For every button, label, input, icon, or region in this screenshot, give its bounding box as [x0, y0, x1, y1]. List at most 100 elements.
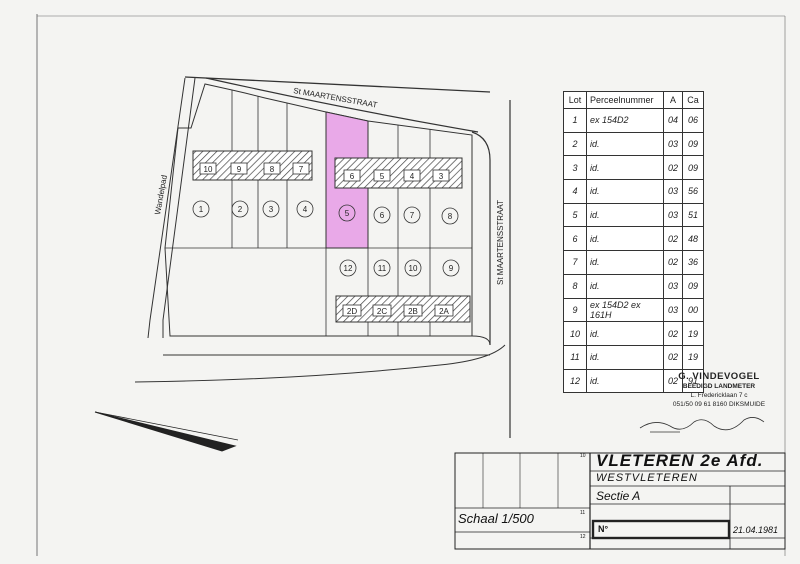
lot-number: 7	[410, 211, 415, 220]
house-labels-right: 6 5 4 3	[343, 169, 450, 182]
house-label: 2B	[408, 307, 418, 316]
ca-cell: 09	[682, 273, 704, 299]
a-cell: 03	[663, 297, 683, 323]
lot-number-circles: 1 2 3 4 5 6 7 8 12 11 10 9	[192, 200, 460, 277]
path-name-left: Wandelpad	[153, 174, 169, 215]
perceelnummer-cell: id.	[586, 250, 664, 275]
street-edge-right-inner	[471, 131, 491, 345]
perceelnummer-cell: id.	[586, 344, 664, 370]
signature-scribble	[639, 417, 765, 433]
lot-cell: 7	[563, 250, 587, 275]
lot-number: 2	[238, 205, 243, 214]
perceelnummer-cell: id.	[586, 368, 664, 394]
a-cell: 04	[663, 108, 683, 133]
house-label: 2D	[347, 307, 357, 316]
surveyor-address: L. Fredericklaan 7 c	[690, 392, 748, 399]
ca-cell: 56	[682, 179, 704, 204]
lot-number: 6	[380, 211, 385, 220]
a-cell: 02	[663, 155, 683, 181]
house-label: 10	[204, 165, 213, 174]
surveyor-contact: 051/50 09 61 8160 DIKSMUIDE	[672, 401, 766, 408]
title-scale: Schaal 1/500	[458, 511, 534, 526]
ca-cell: 51	[682, 202, 704, 228]
house-label: 5	[380, 172, 385, 181]
col-header-ca: Ca	[682, 91, 704, 109]
lot-table-header: Lot Perceelnummer A Ca	[563, 91, 704, 109]
house-label: 8	[270, 165, 275, 174]
path-edge-left-outer	[147, 77, 186, 339]
path-edge-left-inner	[162, 77, 196, 338]
road-edge-bottom-inner	[170, 335, 491, 346]
perceelnummer-cell: id.	[586, 321, 664, 346]
street-name-top: St MAARTENSSTRAAT	[293, 86, 378, 110]
a-cell: 02	[663, 250, 683, 275]
ca-cell: 09	[682, 131, 704, 157]
perceelnummer-cell: id.	[586, 202, 664, 228]
lot-number: 3	[269, 205, 274, 214]
north-arrow-shaft	[94, 411, 239, 441]
title-block-frame	[454, 452, 786, 550]
perceelnummer-cell: id.	[586, 226, 664, 252]
ca-cell: 19	[682, 344, 704, 370]
lot-number: 10	[409, 264, 418, 273]
lot-cell: 5	[563, 202, 587, 228]
house-labels-bottom: 2D 2C 2B 2A	[342, 304, 454, 317]
lot-cell: 9	[563, 297, 587, 323]
lot-number: 5	[345, 209, 350, 218]
house-block-right	[334, 157, 463, 189]
parcel-outline	[164, 83, 473, 337]
title-cell-number: 11	[580, 510, 586, 516]
lot-cell: 4	[563, 179, 587, 204]
title-date: 21.04.1981	[733, 525, 779, 535]
street-name-right: St MAARTENSSTRAAT	[496, 200, 505, 285]
lot-number: 11	[378, 264, 387, 273]
house-label: 9	[237, 165, 242, 174]
lot-number: 12	[344, 264, 353, 273]
lot-cell: 11	[563, 344, 587, 370]
title-number-label: N°	[598, 524, 609, 534]
house-label: 4	[410, 172, 415, 181]
a-cell: 02	[663, 344, 683, 370]
lot-cell: 6	[563, 226, 587, 252]
a-cell: 02	[663, 226, 683, 252]
perceelnummer-cell: id.	[586, 179, 664, 204]
lot-cell: 1	[563, 108, 587, 133]
ca-cell: 48	[682, 226, 704, 252]
perceelnummer-cell: ex 154D2	[586, 108, 664, 133]
street-edge-top-outer	[184, 76, 491, 93]
a-cell: 03	[663, 273, 683, 299]
north-arrow-icon	[94, 411, 237, 452]
lot-cell: 8	[563, 273, 587, 299]
perceelnummer-cell: id.	[586, 273, 664, 299]
house-labels-left: 10 9 8 7	[199, 162, 310, 175]
house-block-left	[192, 150, 313, 181]
surveyor-stamp: G. VINDEVOGEL BEËDIGD LANDMETER L. Frede…	[644, 371, 794, 409]
col-header-perceelnummer: Perceelnummer	[586, 91, 664, 109]
lot-number: 4	[303, 205, 308, 214]
perceelnummer-cell: ex 154D2 ex 161H	[586, 297, 664, 323]
a-cell: 03	[663, 202, 683, 228]
surveyor-name: G. VINDEVOGEL	[678, 371, 760, 382]
perceelnummer-cell: id.	[586, 131, 664, 157]
lot-cell: 3	[563, 155, 587, 181]
title-section: Sectie A	[596, 489, 641, 503]
ca-cell: 09	[682, 155, 704, 181]
house-label: 3	[439, 172, 444, 181]
a-cell: 03	[663, 179, 683, 204]
lot-number: 8	[448, 212, 453, 221]
lot-number: 1	[199, 205, 204, 214]
ca-cell: 00	[682, 297, 704, 323]
ca-cell: 06	[682, 108, 704, 133]
a-cell: 03	[663, 131, 683, 157]
